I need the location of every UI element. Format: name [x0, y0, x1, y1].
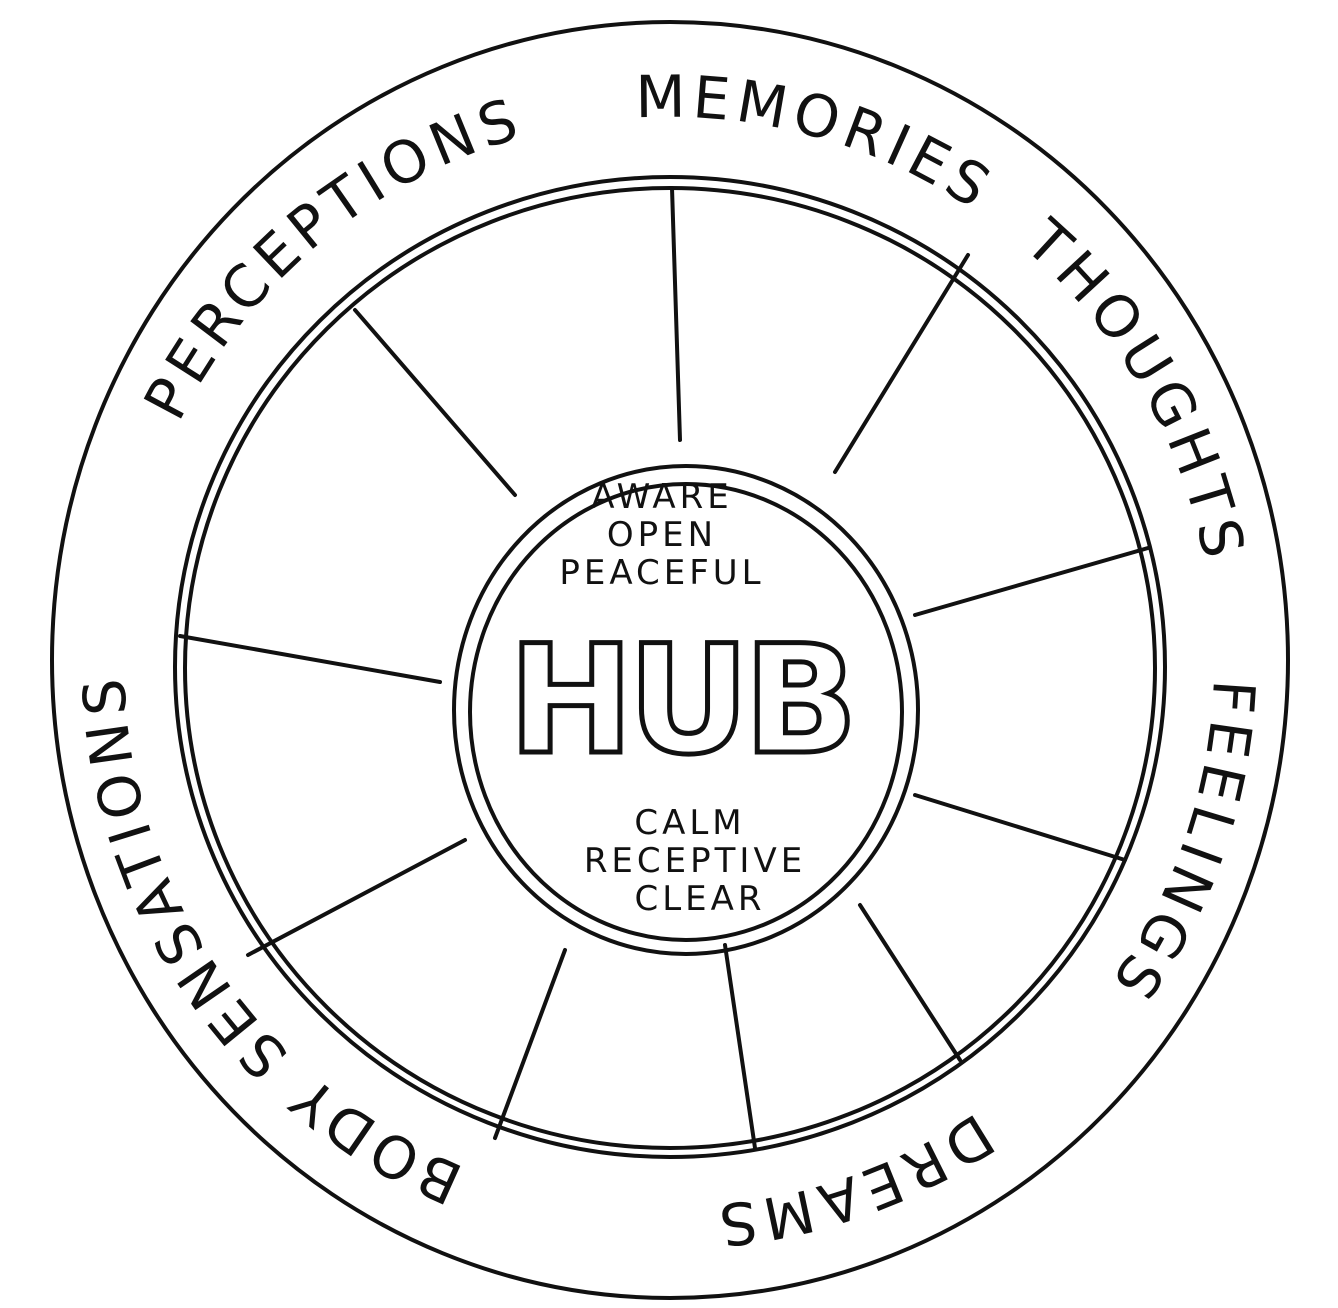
spoke: [670, 186, 682, 442]
spoke: [833, 253, 970, 474]
hub-word-receptive: RECEPTIVE: [584, 841, 806, 881]
hub-word-open: OPEN: [607, 515, 717, 555]
label-feelings: FEELINGS: [1097, 678, 1268, 1016]
hub-word-clear: CLEAR: [634, 879, 765, 919]
hub-outer-line: [452, 464, 920, 956]
spoke: [246, 838, 467, 957]
label-thoughts: THOUGHTS: [1012, 206, 1259, 569]
spokes: [178, 186, 1150, 1150]
spoke: [913, 546, 1150, 617]
spoke: [178, 634, 442, 684]
hub-inner-line: [468, 482, 904, 942]
spoke: [493, 948, 567, 1140]
hub-word-aware: AWARE: [591, 477, 733, 517]
hub-word-calm: CALM: [634, 803, 745, 843]
spoke: [723, 943, 757, 1150]
outer-rim: [50, 20, 1290, 1300]
spoke: [858, 903, 962, 1062]
hub-word-peaceful: PEACEFUL: [559, 553, 764, 593]
inner-rim-outer-line: [173, 175, 1167, 1159]
hub-title: HUB: [508, 614, 852, 788]
spoke: [353, 308, 517, 497]
spoke: [913, 793, 1127, 862]
label-dreams: DREAMS: [710, 1101, 1005, 1260]
